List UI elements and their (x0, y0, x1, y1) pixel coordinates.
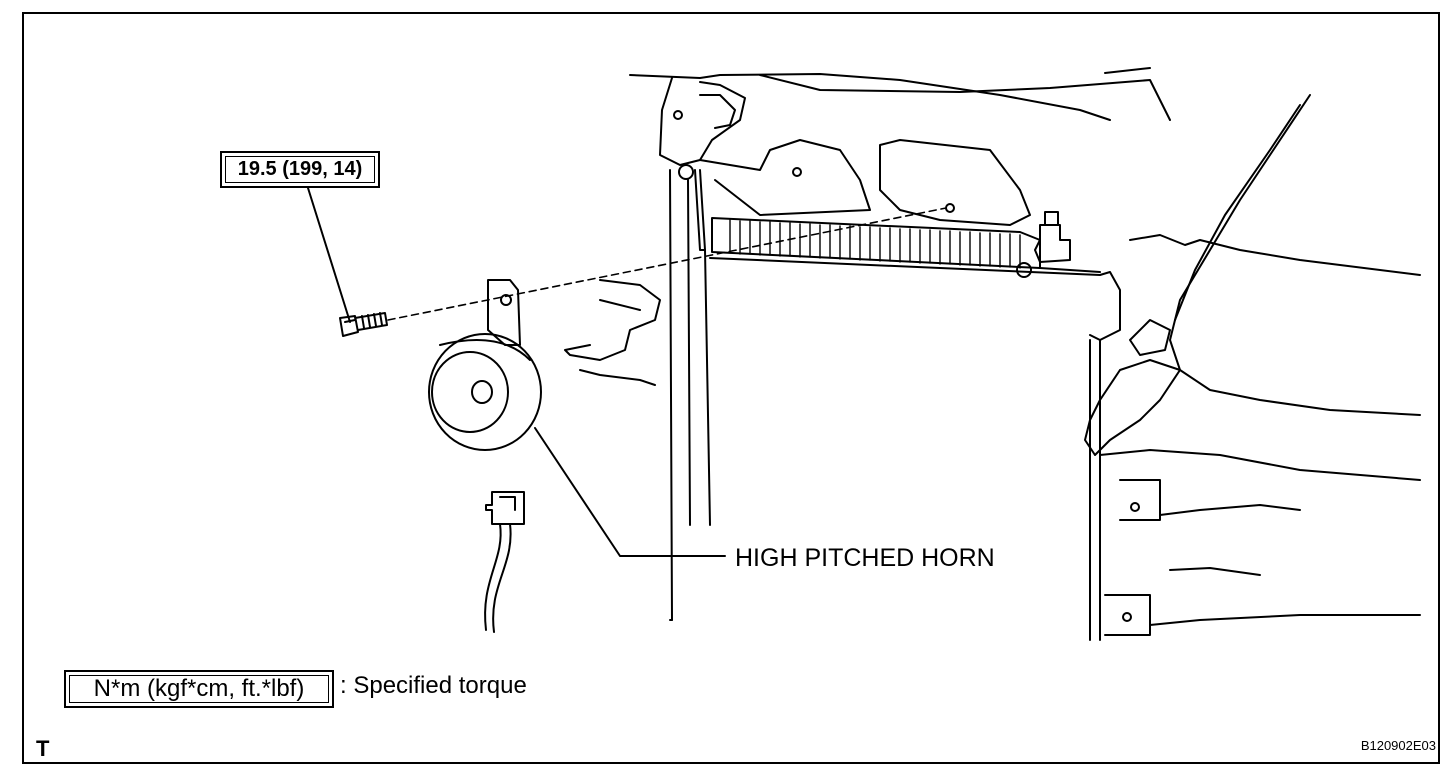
figure-id: B120902E03 (1360, 738, 1436, 753)
bolt-icon (339, 312, 388, 337)
legend-unit-inner-border (69, 675, 329, 703)
legend-unit-text: N*m (kgf*cm, ft.*lbf) (93, 675, 305, 702)
high-pitched-horn-label: HIGH PITCHED HORN (735, 544, 995, 572)
legend-unit-box: N*m (kgf*cm, ft.*lbf) (64, 670, 334, 708)
horn-icon (428, 279, 542, 451)
horn-leader-line (534, 427, 726, 557)
radiator-support-icon (564, 67, 1421, 641)
connector-icon (484, 491, 525, 633)
diagram-frame (22, 12, 1440, 764)
legend-meaning: : Specified torque (340, 672, 527, 699)
corner-letter: T (36, 736, 50, 761)
torque-callout-inner-border (225, 156, 375, 183)
torque-callout-value: 19.5 (199, 14) (237, 158, 363, 180)
installation-path-line (387, 207, 947, 321)
torque-callout-box: 19.5 (199, 14) (220, 151, 380, 188)
torque-leader-line (307, 187, 351, 323)
